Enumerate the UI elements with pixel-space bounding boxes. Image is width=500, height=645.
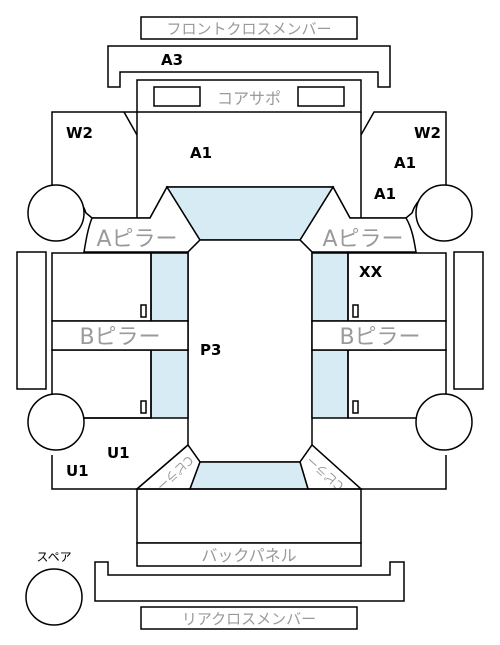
front-right-wheel — [415, 184, 473, 242]
b-pillar-left-label: Bピラー — [79, 325, 160, 350]
spare-tire — [25, 568, 83, 626]
rear-left-door-handle — [140, 400, 147, 414]
rear-cross-member-box — [140, 606, 358, 630]
b-pillar-left — [51, 320, 189, 351]
window-front-right — [311, 252, 349, 322]
code-a1-hood: A1 — [190, 144, 212, 162]
window-rear-right — [311, 349, 349, 419]
rear-left-wheel — [27, 393, 85, 451]
front-cross-member-label: フロントクロスメンバー — [166, 20, 331, 38]
code-a1-right-door: A1 — [374, 185, 396, 203]
code-a3: A3 — [161, 51, 183, 69]
rear-right-wheel — [415, 393, 473, 451]
window-front-left — [150, 252, 189, 322]
back-panel-label: バックパネル — [201, 546, 296, 565]
spare-label: スペア — [36, 550, 71, 564]
b-pillar-right — [311, 320, 447, 351]
back-panel-box — [136, 542, 362, 567]
a-pillar-left-label: Aピラー — [96, 227, 177, 252]
a-pillar-right-label: Aピラー — [322, 227, 403, 252]
left-side-sill — [16, 251, 47, 390]
window-rear-left — [150, 349, 189, 419]
rear-bumper — [94, 561, 405, 602]
front-left-wheel — [27, 184, 85, 242]
front-right-door-handle — [352, 304, 359, 318]
b-pillar-right-label: Bピラー — [339, 325, 420, 350]
code-xx: XX — [359, 263, 383, 281]
right-side-sill — [453, 251, 484, 390]
code-w2-right: W2 — [414, 124, 441, 142]
code-u1-quarter: U1 — [66, 462, 89, 480]
code-u1-rear-door: U1 — [107, 444, 130, 462]
rear-right-door-handle — [352, 400, 359, 414]
rear-window — [188, 461, 310, 490]
front-left-door — [51, 252, 152, 322]
code-p3: P3 — [200, 341, 221, 359]
core-support-label: コアサポ — [217, 89, 281, 108]
headlight-right — [297, 86, 345, 107]
trunk-lid — [136, 488, 362, 544]
front-bumper — [107, 45, 391, 88]
code-w2-left: W2 — [66, 124, 93, 142]
headlight-left — [153, 86, 201, 107]
rear-cross-member-label: リアクロスメンバー — [182, 610, 316, 628]
code-a1-right-fender: A1 — [394, 154, 416, 172]
front-cross-member-box — [140, 16, 358, 40]
front-left-door-handle — [140, 304, 147, 318]
